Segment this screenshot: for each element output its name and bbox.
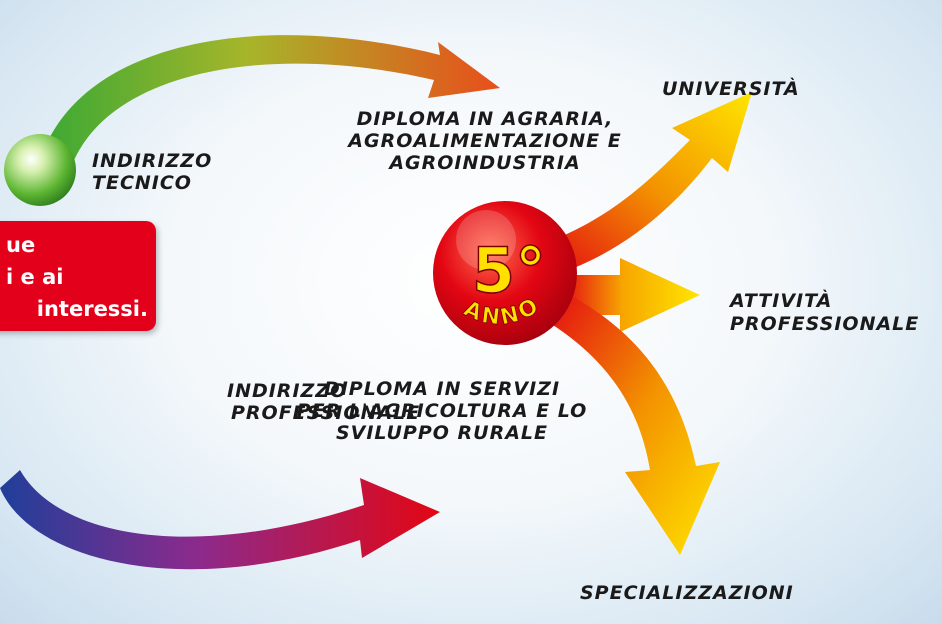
label-diploma-servizi-line3: SVILUPPO RURALE bbox=[335, 422, 549, 444]
label-indirizzo-professionale: INDIRIZZO PROFESSIONALE bbox=[227, 380, 420, 424]
callout-line-2: i e ai bbox=[6, 265, 64, 289]
anno-badge bbox=[433, 201, 577, 345]
label-diploma-agraria-line2: AGROALIMENTAZIONE E bbox=[348, 130, 622, 152]
label-diploma-agraria: DIPLOMA IN AGRARIA, AGROALIMENTAZIONE E … bbox=[330, 108, 640, 174]
label-attivita-professionale: ATTIVITÀ PROFESSIONALE bbox=[730, 290, 919, 336]
label-indirizzo-tecnico: INDIRIZZO TECNICO bbox=[92, 150, 212, 194]
label-indirizzo-tecnico-line1: INDIRIZZO bbox=[92, 150, 213, 172]
callout-line-1: ue bbox=[6, 233, 36, 257]
label-diploma-servizi-line1: DIPLOMA IN SERVIZI bbox=[323, 378, 561, 400]
top-curved-arrow bbox=[40, 35, 500, 166]
label-indirizzo-professionale-line1: INDIRIZZO bbox=[227, 380, 348, 402]
label-indirizzo-tecnico-line2: TECNICO bbox=[92, 172, 192, 194]
label-diploma-agraria-line1: DIPLOMA IN AGRARIA, bbox=[356, 108, 614, 130]
label-attivita-line2: PROFESSIONALE bbox=[730, 313, 920, 335]
callout-box: ue i e ai interessi. bbox=[0, 221, 156, 331]
label-universita: UNIVERSITÀ bbox=[662, 78, 800, 100]
label-indirizzo-professionale-line2: PROFESSIONALE bbox=[231, 402, 421, 424]
arrow-to-specializzazioni bbox=[545, 290, 720, 555]
bottom-curved-arrow bbox=[0, 470, 440, 570]
label-specializzazioni: SPECIALIZZAZIONI bbox=[580, 582, 794, 604]
badge-number: 5° bbox=[472, 234, 546, 307]
arrow-to-universita bbox=[540, 92, 752, 275]
badge-highlight bbox=[456, 210, 516, 270]
label-diploma-servizi-line2: PER L'AGRICOLTURA E LO bbox=[296, 400, 588, 422]
label-attivita-line1: ATTIVITÀ bbox=[730, 290, 833, 312]
label-diploma-servizi: DIPLOMA IN SERVIZI PER L'AGRICOLTURA E L… bbox=[282, 378, 602, 444]
callout-line-3: interessi. bbox=[36, 297, 148, 321]
green-ball bbox=[4, 134, 76, 206]
label-diploma-agraria-line3: AGROINDUSTRIA bbox=[389, 152, 581, 174]
